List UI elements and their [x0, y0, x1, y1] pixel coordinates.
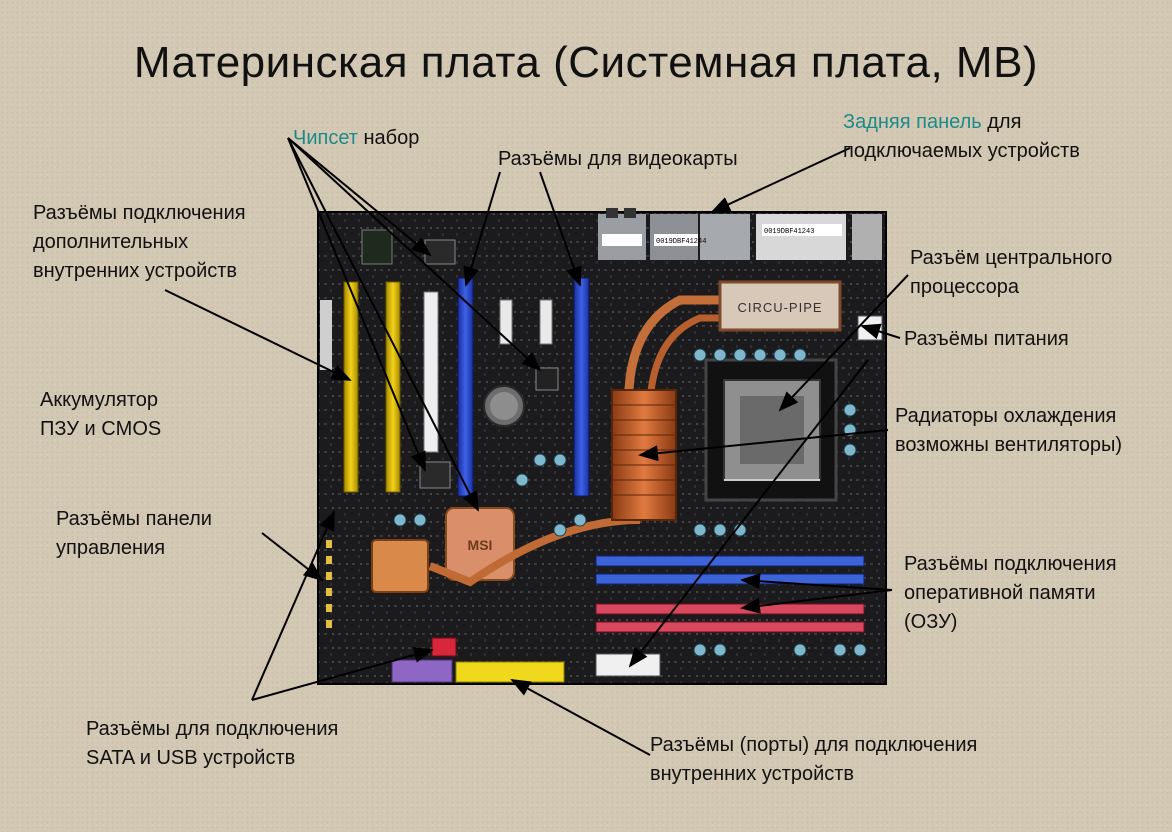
label-ext-line3: внутренних устройств	[33, 260, 238, 282]
label-internal-ports: Разъёмы (порты) для подключения внутренн…	[650, 731, 977, 789]
chip-label-1: 0019DBF41244	[656, 238, 706, 246]
cpu-power-connector	[857, 315, 883, 341]
label-battery: Аккумулятор ПЗУ и CMOS	[40, 386, 161, 444]
label-ports-line1: Разъёмы (порты) для подключения	[650, 734, 978, 756]
label-cooling-line1: Радиаторы охлаждения	[895, 405, 1117, 427]
label-rear-line2: подключаемых устройств	[843, 140, 1080, 162]
label-ram-line1: Разъёмы подключения	[904, 553, 1117, 575]
usb-header	[391, 659, 453, 683]
label-rear-panel: Задняя панель для подключаемых устройств	[843, 108, 1080, 166]
label-chipset-rest: набор	[357, 127, 420, 149]
label-cpu-line2: процессора	[910, 276, 1020, 298]
label-sata-usb: Разъёмы для подключения SATA и USB устро…	[86, 715, 338, 773]
chip-label-2: 0019DBF41243	[764, 228, 814, 236]
label-ext-line2: дополнительных	[33, 231, 189, 253]
label-ext-line1: Разъёмы подключения	[33, 202, 246, 224]
board-logo: MSI	[468, 537, 493, 553]
label-ram-line3: (ОЗУ)	[904, 611, 958, 633]
label-rear-rest: для	[981, 111, 1022, 133]
label-video: Разъёмы для видеокарты	[498, 148, 738, 170]
page-title: Материнская плата (Системная плата, МВ)	[133, 38, 1039, 87]
label-sata-line2: SATA и USB устройств	[86, 747, 296, 769]
pci-slot	[423, 291, 439, 453]
atx-power-connector	[595, 653, 661, 677]
sata-connector	[431, 637, 457, 657]
label-cpu-line1: Разъём центрального	[910, 247, 1113, 269]
label-control-panel: Разъёмы панели управления	[56, 505, 212, 563]
label-extra-devices: Разъёмы подключения дополнительных внутр…	[33, 199, 246, 286]
video-slot-2	[573, 277, 590, 497]
label-cooling-line2: возможны вентиляторы)	[895, 434, 1123, 456]
expansion-slot-2	[385, 281, 401, 493]
ide-connector	[455, 661, 565, 683]
southbridge-heatsink	[371, 539, 429, 593]
label-ram: Разъёмы подключения оперативной памяти (…	[904, 550, 1117, 637]
label-cpu: Разъём центрального процессора	[910, 244, 1112, 302]
label-power: Разъёмы питания	[904, 328, 1069, 350]
label-chipset: Чипсет набор	[293, 124, 419, 153]
label-panel-line2: управления	[56, 537, 166, 559]
rear-panel: 0019DBF41244 0019DBF41243	[598, 208, 882, 260]
label-rear-accent: Задняя панель	[843, 111, 982, 133]
label-ports-line2: внутренних устройств	[650, 763, 855, 785]
label-panel-line1: Разъёмы панели	[56, 508, 212, 530]
label-cooling: Радиаторы охлаждения возможны вентилятор…	[895, 402, 1122, 460]
label-battery-line1: Аккумулятор	[40, 389, 159, 411]
heatsink-label: CIRCU-PIPE	[737, 300, 822, 315]
copper-radiator	[611, 389, 677, 521]
label-sata-line1: Разъёмы для подключения	[86, 718, 339, 740]
label-chipset-accent: Чипсет	[293, 127, 358, 149]
video-slot-1	[457, 277, 474, 497]
label-ram-line2: оперативной памяти	[904, 582, 1096, 604]
label-battery-line2: ПЗУ и CMOS	[40, 418, 162, 440]
expansion-slot-1	[343, 281, 359, 493]
